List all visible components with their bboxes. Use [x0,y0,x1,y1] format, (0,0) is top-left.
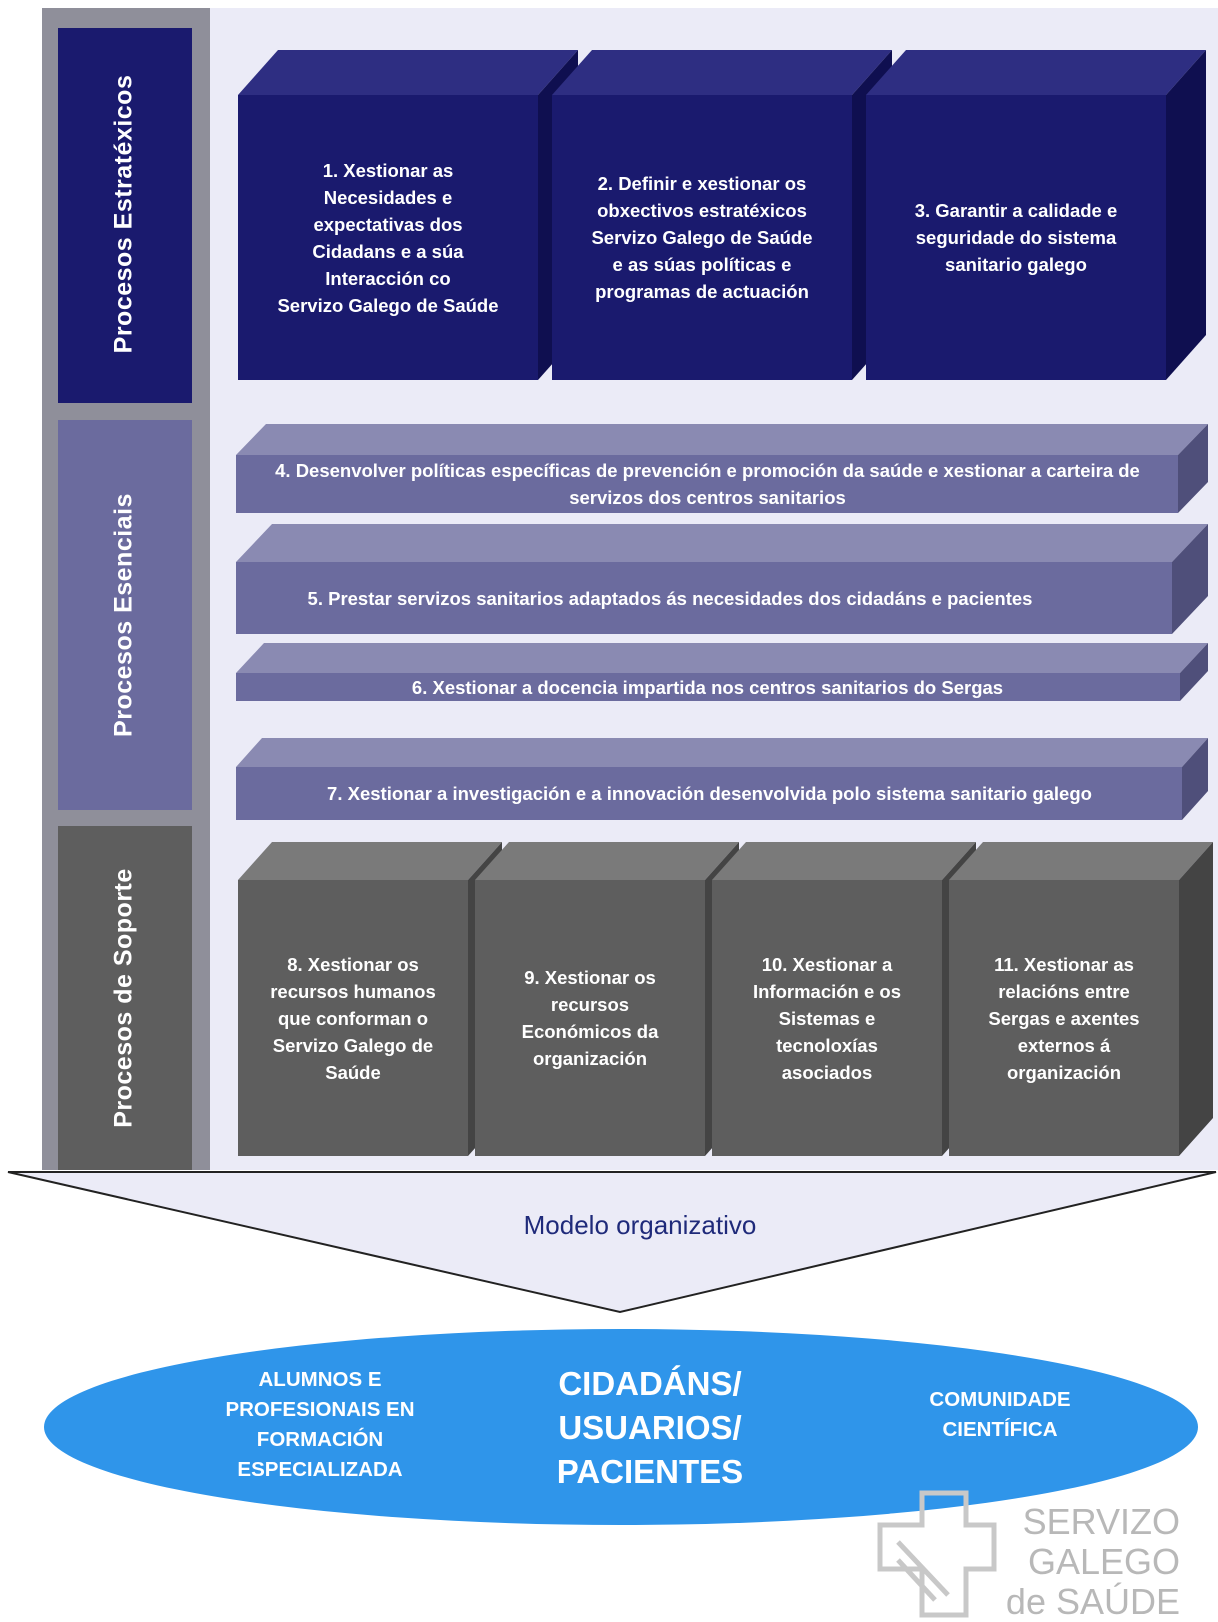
label-procesos-esenciais: Procesos Esenciais [109,493,138,737]
strategic-box-3 [866,50,1206,380]
support-text-9: 9. Xestionar os recursos Económicos da o… [521,967,659,1069]
category-box-soporte [58,826,192,1170]
essential-bar-4 [236,424,1208,513]
logo-line-1: SERVIZO [1022,1501,1180,1542]
sergas-logo-icon [877,1490,997,1618]
strategic-text-3: 3. Garantir a calidade e seguridade do s… [914,200,1118,275]
strategic-text-2: 2. Definir e xestionar os obxectivos est… [591,173,813,302]
oval-right-text: COMUNIDADE CIENTÍFICA [929,1388,1071,1441]
citizens-oval [44,1329,1198,1525]
strategic-text-1: 1. Xestionar as Necesidades e expectativ… [277,159,499,316]
essential-bar-7 [236,738,1208,820]
essential-text-4: 4. Desenvolver políticas específicas de … [275,460,1140,508]
support-text-10: 10. Xestionar a Información e os Sistema… [752,953,902,1083]
essential-text-7: 7. Xestionar a investigación e a innovac… [327,783,1092,804]
oval-left-text: ALUMNOS E PROFESIONAIS EN FORMACIÓN ESPE… [225,1368,415,1481]
category-box-estrategicos [58,28,192,403]
essential-text-5: 5. Prestar servizos sanitarios adaptados… [307,587,1033,609]
support-text-8: 8. Xestionar os recursos humanos que con… [270,953,436,1083]
support-box-11 [949,842,1213,1156]
label-procesos-estrategicos: Procesos Estratéxicos [109,74,138,354]
modelo-organizativo-label: Modelo organizativo [523,1210,757,1240]
logo-line-3: de SAÚDE [1005,1581,1180,1622]
logo-text: SERVIZO GALEGO de SAÚDE [990,1501,1180,1622]
oval-center-text: CIDADÁNS/ USUARIOS/ PACIENTES [556,1364,744,1490]
logo-line-2: GALEGO [1027,1541,1180,1582]
support-text-11: 11. Xestionar as relacións entre Sergas … [988,953,1140,1083]
category-box-esenciais [58,420,192,810]
label-procesos-soporte: Procesos de Soporte [109,868,138,1128]
essential-bar-6 [236,643,1208,701]
modelo-organizativo-triangle [7,1171,1217,1314]
essential-text-6: 6. Xestionar a docencia impartida nos ce… [411,676,1004,698]
essential-bar-5 [236,524,1208,634]
